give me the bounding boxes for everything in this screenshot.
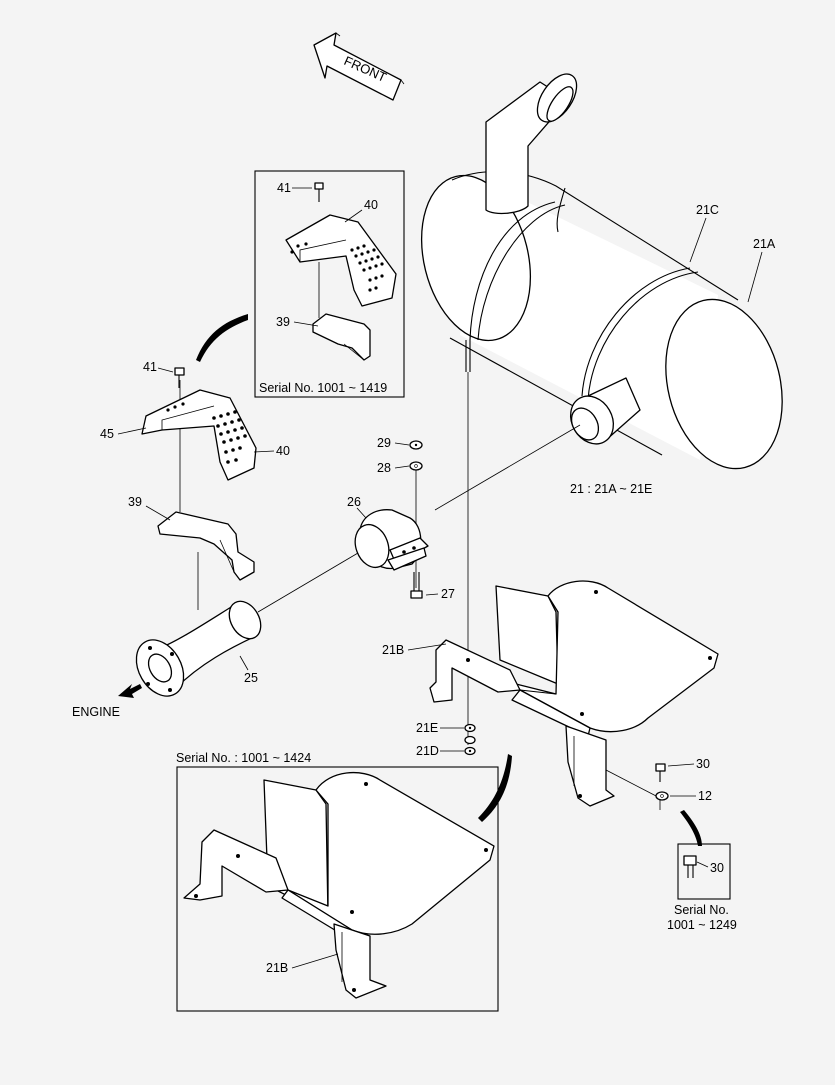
- callout-29: 29: [377, 436, 391, 450]
- callout-30-inset: 30: [710, 861, 724, 875]
- callout-26: 26: [347, 495, 361, 509]
- front-direction-arrow: FRONT: [313, 32, 405, 101]
- bolt-inset-leader: [680, 810, 702, 846]
- callout-39-inset: 39: [276, 315, 290, 329]
- callout-40-inset: 40: [364, 198, 378, 212]
- callout-41: 41: [143, 360, 157, 374]
- assembly-center-lines: [179, 372, 661, 810]
- callout-25: 25: [244, 671, 258, 685]
- callout-21d: 21D: [416, 744, 439, 758]
- bracket-inset-serial: Serial No. : 1001 ~ 1424: [176, 751, 311, 765]
- callout-30: 30: [696, 757, 710, 771]
- guard-inset-serial: Serial No. 1001 ~ 1419: [259, 381, 387, 395]
- callout-12: 12: [698, 789, 712, 803]
- callout-27: 27: [441, 587, 455, 601]
- callout-21b: 21B: [382, 643, 404, 657]
- bolt-inset-serial-line1: Serial No.: [674, 903, 729, 917]
- callout-28: 28: [377, 461, 391, 475]
- engine-arrow: [118, 684, 142, 698]
- callout-21b-inset: 21B: [266, 961, 288, 975]
- bolt-inset-serial-line2: 1001 ~ 1249: [667, 918, 737, 932]
- muffler-bracket-21b: 21B 21E 21D: [382, 580, 719, 807]
- callout-21c: 21C: [696, 203, 719, 217]
- heat-guard-40: 41 45 40: [100, 360, 290, 481]
- guard-inset-leader: [196, 314, 248, 362]
- callout-21e: 21E: [416, 721, 438, 735]
- callout-41-inset: 41: [277, 181, 291, 195]
- assembly-note: 21 : 21A ~ 21E: [570, 482, 652, 496]
- bolt-inset: 30 Serial No. 1001 ~ 1249: [667, 843, 737, 932]
- bolt-30-and-washer-12: 30 12: [655, 757, 712, 846]
- guard-inset: 41 40 39 Serial No. 1001 ~ 1419: [254, 170, 405, 398]
- bracket-inset-leader: [478, 754, 512, 822]
- callout-40: 40: [276, 444, 290, 458]
- clamp-26: 26 29 28 27: [347, 436, 455, 601]
- muffler-21a: 21A 21C 21 : 21A ~ 21E: [420, 73, 783, 496]
- callout-39: 39: [128, 495, 142, 509]
- exhaust-pipe-25: 25 ENGINE: [72, 600, 262, 719]
- bracket-inset: Serial No. : 1001 ~ 1424 21B: [176, 751, 499, 1012]
- guard-perforations-inset: [290, 242, 384, 292]
- guard-perforations: [166, 402, 247, 464]
- callout-21a: 21A: [753, 237, 776, 251]
- callout-45: 45: [100, 427, 114, 441]
- bracket-39: 39: [128, 495, 255, 581]
- engine-label: ENGINE: [72, 705, 120, 719]
